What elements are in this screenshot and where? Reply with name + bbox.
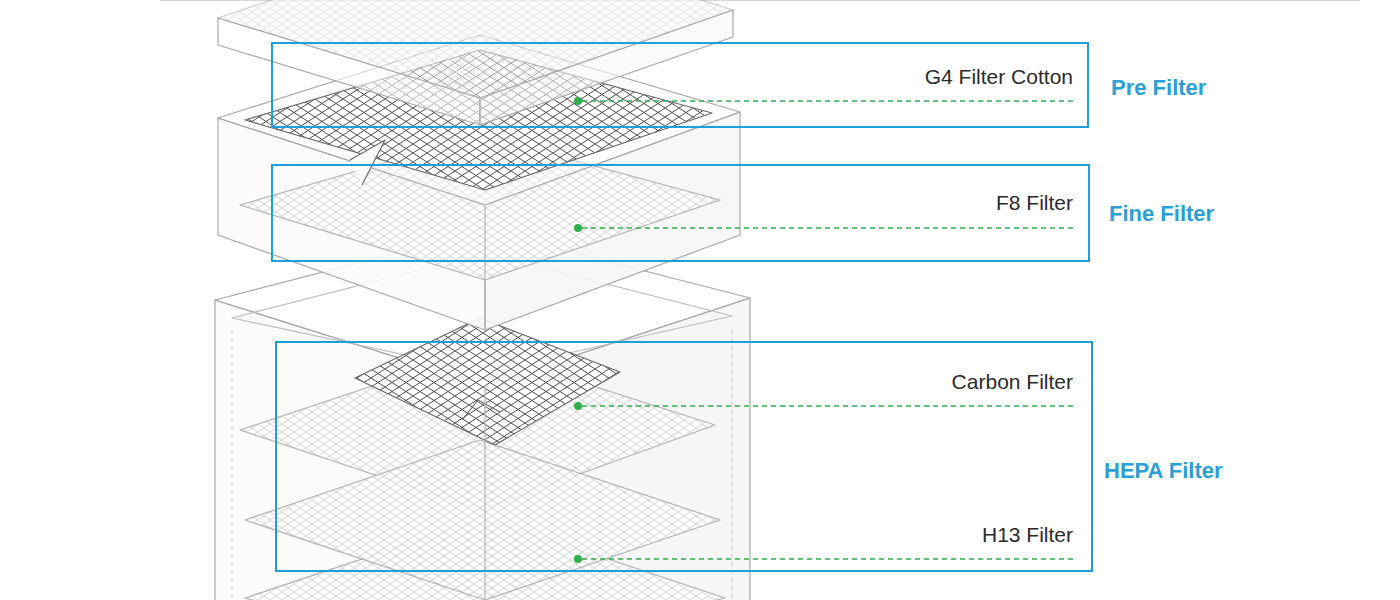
g4-right-face: [480, 10, 733, 125]
leader-line: [582, 227, 1075, 229]
carbon-filter-panel: [355, 318, 620, 445]
callout-box: Carbon FilterH13 FilterHEPA Filter: [275, 341, 1093, 572]
pull-tab: [462, 400, 500, 420]
leader-dot: [574, 555, 582, 563]
leader-dot: [574, 224, 582, 232]
callout-box: F8 FilterFine Filter: [271, 164, 1090, 262]
filter-label: F8 Filter: [996, 190, 1073, 215]
filter-label: H13 Filter: [982, 522, 1073, 547]
housing-front-edge: [484, 385, 485, 600]
leader-line: [582, 405, 1075, 407]
category-label: Pre Filter: [1111, 75, 1206, 101]
leader-dot: [574, 402, 582, 410]
category-label: Fine Filter: [1109, 201, 1214, 227]
pull-tab: [350, 140, 385, 185]
g4-slab: [218, 0, 733, 125]
leader-dot: [574, 97, 582, 105]
filter-label: Carbon Filter: [952, 369, 1073, 394]
h13-upper-panel: [245, 440, 720, 600]
leader-line: [582, 100, 1075, 102]
leader-lines: [582, 101, 1075, 559]
leader-line: [582, 558, 1075, 560]
category-label: HEPA Filter: [1104, 458, 1223, 484]
g4-left-face: [218, 18, 480, 125]
leader-dots: [574, 97, 582, 563]
filter-label: G4 Filter Cotton: [925, 64, 1073, 89]
frame-front-edge: [484, 205, 485, 330]
callout-box: G4 Filter CottonPre Filter: [271, 42, 1089, 128]
